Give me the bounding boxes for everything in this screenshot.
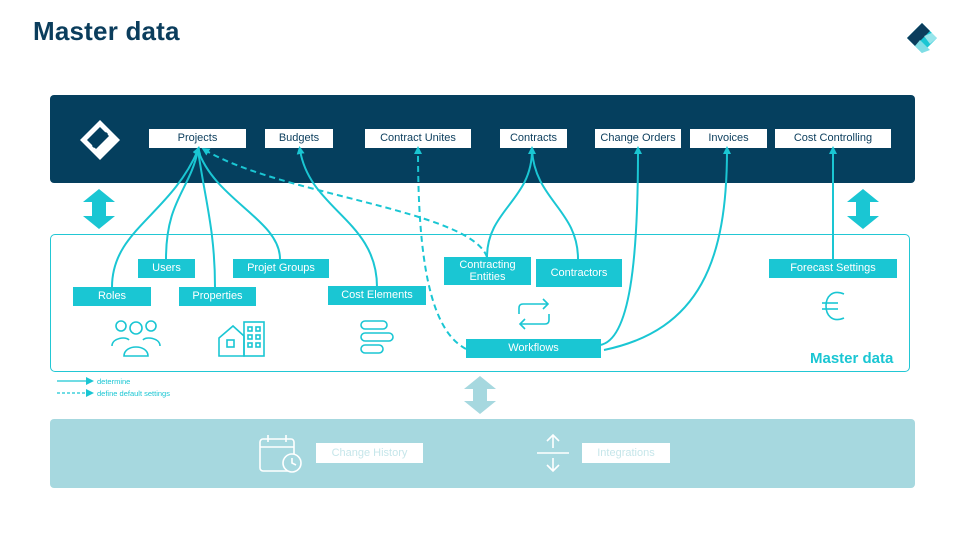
master-data-label: Master data: [810, 350, 894, 367]
users-box: Users: [138, 259, 195, 278]
platform-band: [50, 419, 915, 488]
projet-groups-box: Projet Groups: [233, 259, 329, 278]
properties-box: Properties: [179, 287, 256, 306]
integrations-box: Integrations: [582, 443, 670, 463]
change-history-box: Change History: [316, 443, 423, 463]
sync-arrows-icon: [518, 298, 550, 330]
contractors-box: Contractors: [536, 259, 622, 287]
contracts-box: Contracts: [500, 129, 567, 148]
workflows-box: Workflows: [466, 339, 601, 358]
cost-elements-box: Cost Elements: [328, 286, 426, 305]
legend-default-settings: define default settings: [97, 389, 170, 398]
up-down-arrows-icon: [537, 433, 569, 473]
buildings-icon: [218, 321, 265, 357]
legend-determine: determine: [97, 377, 131, 386]
stack-icon: [360, 320, 394, 354]
change-orders-box: Change Orders: [595, 129, 681, 148]
contracting-entities-box: Contracting Entities: [444, 257, 531, 285]
projects-box: Projects: [149, 129, 246, 148]
budgets-box: Budgets: [265, 129, 333, 148]
euro-icon: [822, 291, 845, 321]
logo-icon: [80, 120, 120, 160]
logo-icon: [907, 23, 937, 53]
forecast-settings-box: Forecast Settings: [769, 259, 897, 278]
people-icon: [111, 320, 161, 357]
calendar-clock-icon: [259, 435, 302, 473]
roles-box: Roles: [73, 287, 151, 306]
cost-controlling-box: Cost Controlling: [775, 129, 891, 148]
contract-unites-box: Contract Unites: [365, 129, 471, 148]
invoices-box: Invoices: [690, 129, 767, 148]
page-title: Master data: [33, 16, 180, 46]
